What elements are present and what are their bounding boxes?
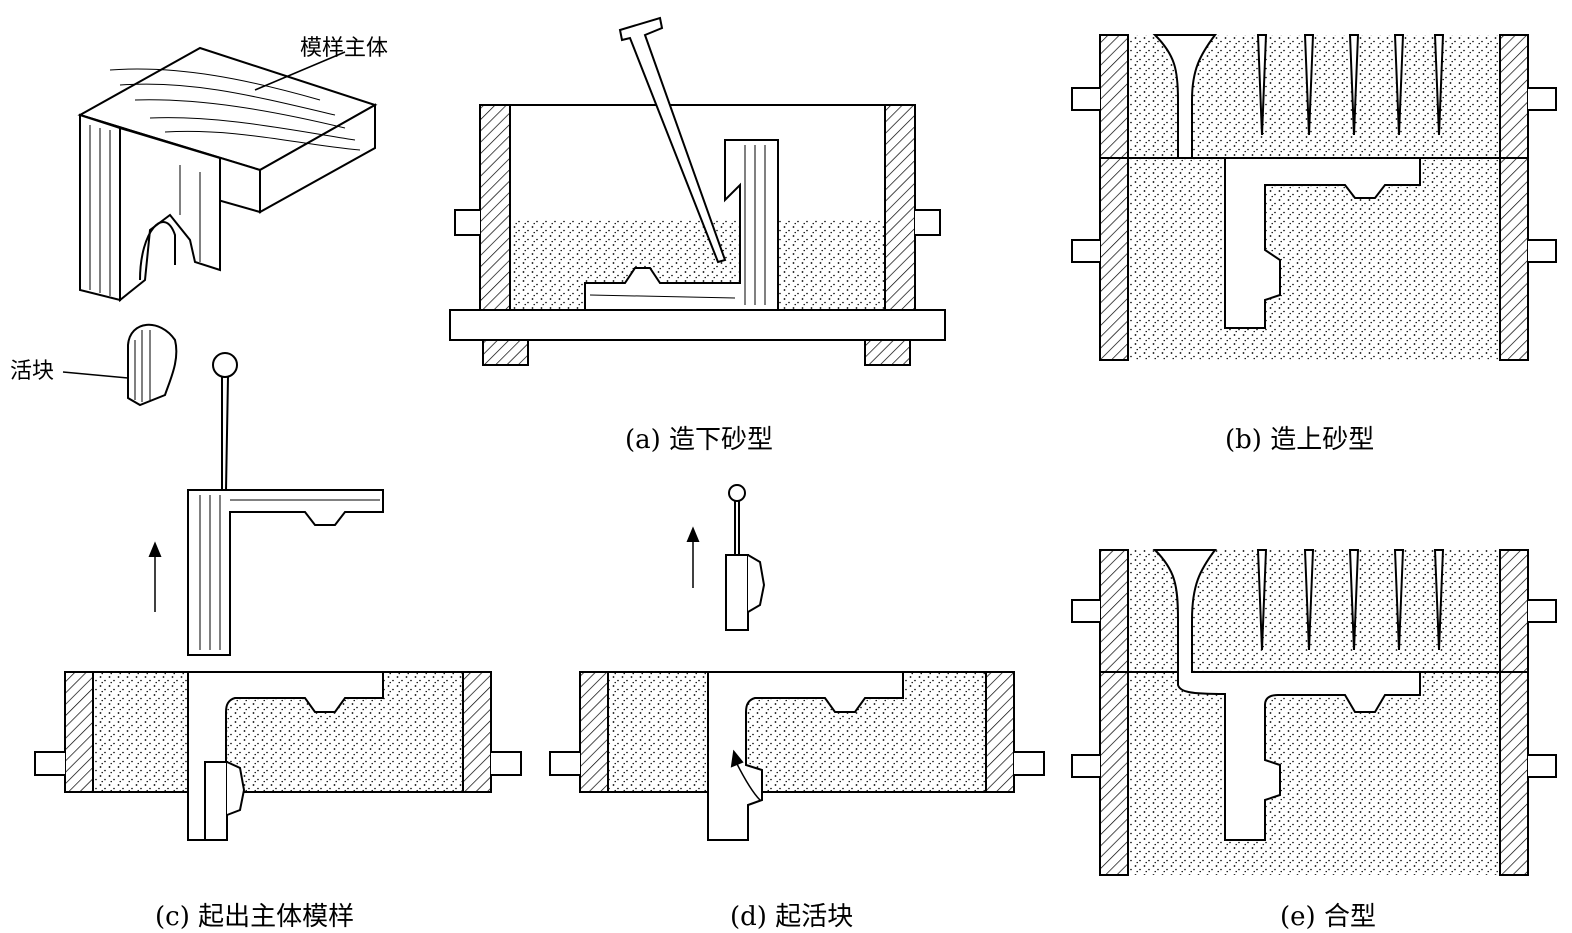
draw-spike-c xyxy=(212,352,238,491)
caption-a: (a) 造下砂型 xyxy=(625,425,773,455)
flask-c xyxy=(34,489,522,841)
pattern-main-label: 模样主体 xyxy=(300,36,388,61)
caption-c: (c) 起出主体模样 xyxy=(155,902,354,932)
flask-a xyxy=(449,16,946,366)
caption-b: (b) 造上砂型 xyxy=(1225,425,1374,455)
flask-e xyxy=(1071,549,1557,876)
flask-d xyxy=(549,484,1045,841)
loose-piece-label: 活块 xyxy=(10,359,54,384)
flask-b xyxy=(1071,34,1557,361)
caption-e: (e) 合型 xyxy=(1280,902,1376,932)
loose-piece xyxy=(62,323,178,407)
caption-d: (d) 起活块 xyxy=(730,902,853,932)
pattern-isometric xyxy=(77,46,378,303)
